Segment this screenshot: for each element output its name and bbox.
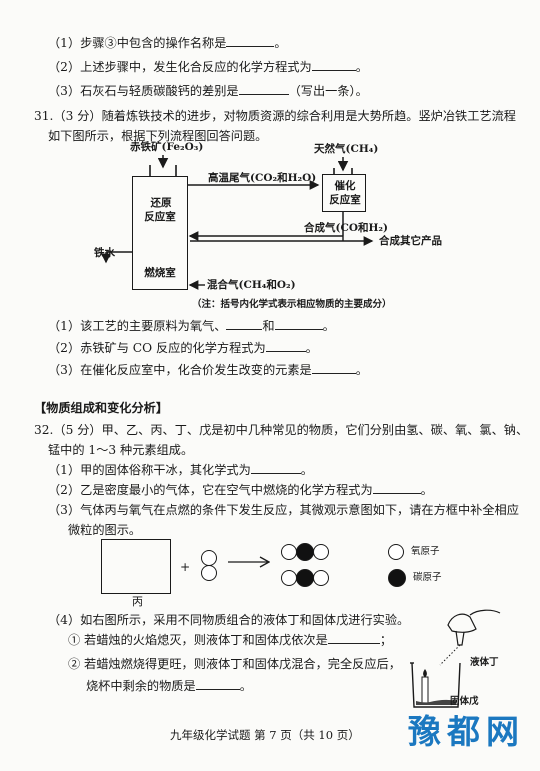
reduction-chamber-label-2: 反应室 (144, 211, 176, 223)
oxygen-atom-icon (201, 565, 217, 581)
carbon-atom-icon (296, 569, 314, 587)
q30-sub3: （3）石灰石与轻质碳酸钙的差别是（写出一条）。 (48, 83, 368, 98)
syngas-label: 合成气(CO和H₂) (304, 222, 388, 234)
legend-carbon-label: 碳原子 (413, 572, 442, 583)
q32-sub3-line1: （3）气体丙与氧气在点燃的条件下发生反应，其微观示意图如下，请在方框中补全相应 (48, 503, 519, 517)
answer-blank[interactable] (265, 340, 306, 352)
q32-sub4-2-line1: ② 若蜡烛燃烧得更旺，则液体丁和固体戊混合，完全反应后， (68, 657, 401, 671)
oxygen-atom-icon (313, 570, 329, 586)
oxygen-atom-icon (313, 544, 329, 560)
beaker-funnel-illustration (410, 609, 501, 708)
q32-sub4-1: ① 若蜡烛的火焰熄灭，则液体丁和固体戊依次是； (68, 632, 392, 647)
box-label: 丙 (132, 595, 143, 608)
blank-answer-box[interactable] (101, 539, 171, 594)
natural-gas-label: 天然气(CH₄) (314, 143, 379, 155)
diagram-note: （注：括号内化学式表示相应物质的主要成分） (192, 299, 392, 310)
q32-stem-line1: 32.（5 分）甲、乙、丙、丁、戊是初中几种常见的物质，它们分别由氢、碳、氧、氯… (34, 423, 529, 437)
reduction-chamber-label-1: 还原 (150, 197, 172, 209)
catalytic-chamber-label-1: 催化 (334, 180, 356, 192)
reduction-furnace (132, 176, 188, 290)
answer-blank[interactable] (226, 35, 275, 47)
ore-label: 赤铁矿(Fe₂O₃) (130, 141, 204, 153)
q31-sub3: （3）在催化反应室中，化合价发生改变的元素是。 (48, 362, 368, 377)
mixed-gas-label: 混合气(CH₄和O₂) (207, 279, 296, 291)
combustion-chamber-label: 燃烧室 (144, 267, 176, 279)
oxygen-atom-icon (201, 550, 217, 566)
answer-blank[interactable] (372, 482, 421, 494)
q32-sub4-2-line2: 烧杯中剩余的物质是。 (86, 678, 252, 693)
q32-sub1: （1）甲的固体俗称干冰，其化学式为。 (48, 462, 313, 477)
q31-stem-line1: 31.（3 分）随着炼铁技术的进步，对物质资源的综合利用是大势所趋。竖炉冶铁工艺… (34, 109, 516, 123)
catalytic-reactor (322, 174, 366, 212)
legend-carbon-icon (388, 569, 406, 587)
q31-stem-line2: 如下图所示，根据下列流程图回答问题。 (48, 129, 268, 143)
q32-sub3-line2: 微粒的图示。 (68, 523, 142, 537)
answer-blank[interactable] (327, 632, 380, 644)
q32-sub2: （2）乙是密度最小的气体，它在空气中燃烧的化学方程式为。 (48, 482, 433, 497)
legend-oxygen-label: 氧原子 (411, 546, 440, 557)
plus-sign: + (180, 560, 191, 574)
q30-sub1: （1）步骤③中包含的操作名称是。 (48, 35, 287, 50)
reaction-arrow-icon (228, 556, 270, 568)
exhaust-label: 高温尾气(CO₂和H₂O) (208, 172, 317, 184)
liquid-label: 液体丁 (470, 657, 499, 668)
molten-iron-label: 铁水 (94, 247, 115, 259)
solid-label: 固体戊 (450, 696, 479, 707)
legend-oxygen-icon (388, 544, 404, 560)
site-watermark: 豫都网 (408, 712, 525, 751)
page-footer: 九年级化学试题 第 7 页（共 10 页） (170, 728, 360, 742)
answer-blank[interactable] (226, 318, 263, 330)
q32-sub4: （4）如右图所示，采用不同物质组合的液体丁和固体戊进行实验。 (48, 613, 410, 627)
q30-sub2: （2）上述步骤中，发生化合反应的化学方程式为。 (48, 59, 368, 74)
other-products-label: 合成其它产品 (379, 235, 442, 247)
answer-blank[interactable] (238, 83, 289, 95)
carbon-atom-icon (296, 543, 314, 561)
answer-blank[interactable] (311, 59, 356, 71)
answer-blank[interactable] (311, 362, 356, 374)
catalytic-chamber-label-2: 反应室 (329, 194, 361, 206)
section-heading: 【物质组成和变化分析】 (34, 401, 169, 415)
q31-sub1: （1）该工艺的主要原料为氧气、和。 (48, 318, 335, 333)
answer-blank[interactable] (274, 318, 323, 330)
q31-sub2: （2）赤铁矿与 CO 反应的化学方程式为。 (48, 340, 318, 355)
q32-stem-line2: 锰中的 1～3 种元素组成。 (48, 443, 194, 457)
oxygen-atom-icon (281, 544, 297, 560)
answer-blank[interactable] (195, 678, 240, 690)
answer-blank[interactable] (250, 462, 301, 474)
oxygen-atom-icon (281, 570, 297, 586)
